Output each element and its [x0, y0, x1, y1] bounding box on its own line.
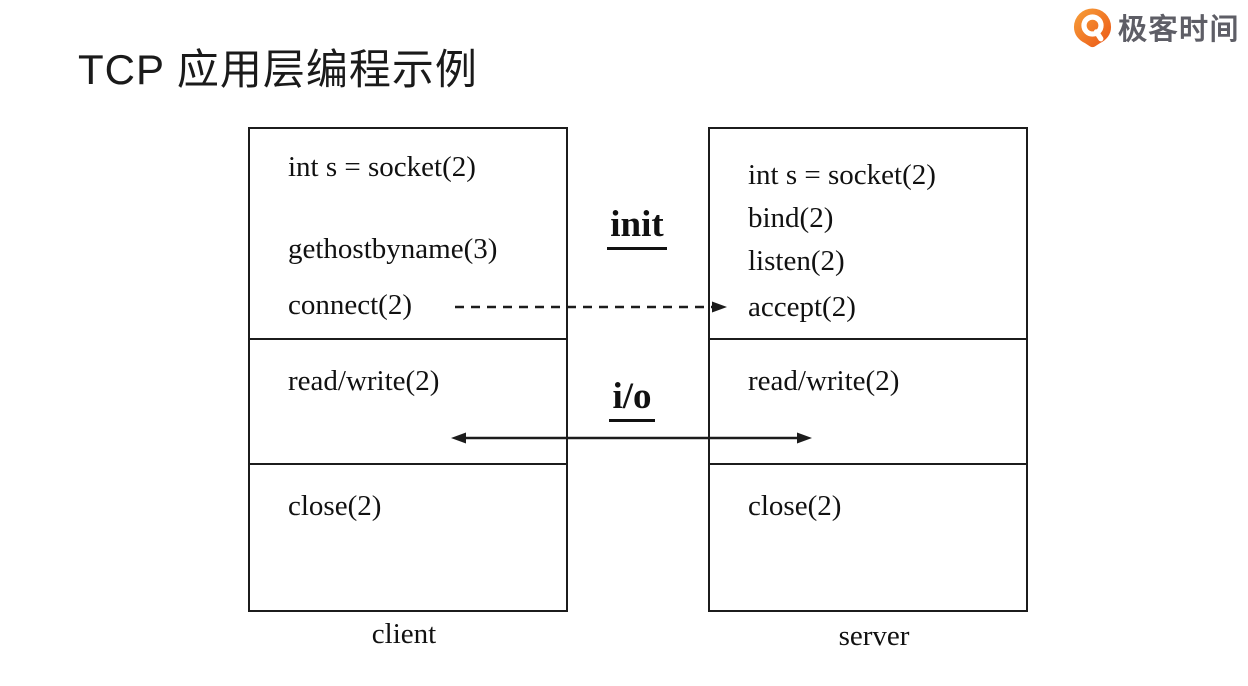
server-bind-call: bind(2) — [748, 202, 834, 234]
geektime-logo: 极客时间 — [1072, 6, 1240, 48]
client-socket-call: int s = socket(2) — [288, 151, 476, 183]
server-divider-io-close — [710, 463, 1026, 465]
geektime-logo-text: 极客时间 — [1117, 14, 1240, 46]
client-divider-init-io — [250, 338, 566, 340]
server-readwrite-call: read/write(2) — [748, 365, 900, 397]
geektime-pin-icon — [1073, 7, 1112, 47]
client-connect-call: connect(2) — [288, 289, 412, 321]
server-listen-call: listen(2) — [748, 245, 845, 277]
io-phase-label: i/o — [570, 375, 694, 422]
init-phase-label: init — [570, 203, 704, 250]
page-title: TCP 应用层编程示例 — [78, 46, 478, 93]
client-close-call: close(2) — [288, 490, 382, 522]
server-socket-call: int s = socket(2) — [748, 159, 936, 191]
server-accept-call: accept(2) — [748, 291, 856, 323]
server-divider-init-io — [710, 338, 1026, 340]
client-gethostbyname-call: gethostbyname(3) — [288, 233, 498, 265]
client-caption: client — [371, 618, 437, 650]
client-readwrite-call: read/write(2) — [288, 365, 440, 397]
server-box: int s = socket(2) bind(2) listen(2) acce… — [708, 127, 1028, 612]
client-box: int s = socket(2) gethostbyname(3) conne… — [248, 127, 568, 612]
client-divider-io-close — [250, 463, 566, 465]
server-caption: server — [838, 620, 910, 652]
server-close-call: close(2) — [748, 490, 842, 522]
